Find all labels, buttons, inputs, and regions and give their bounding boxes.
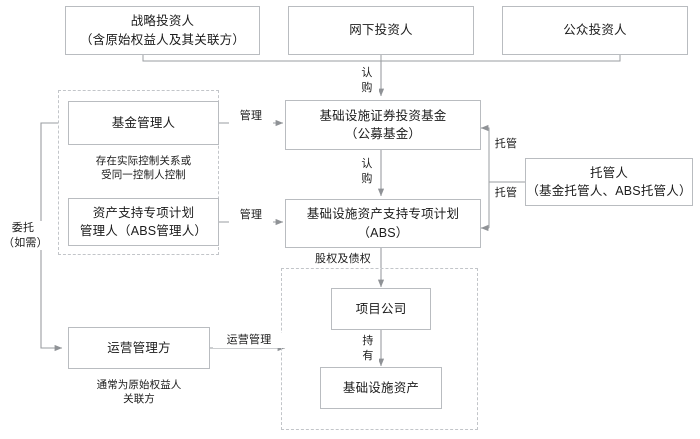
edge-label-equity-debt: 股权及债权 — [306, 252, 380, 267]
node-infrastructure-asset-label: 基础设施资产 — [342, 380, 420, 395]
node-custodian[interactable]: 托管人 （基金托管人、ABS托管人） — [525, 158, 693, 206]
node-offline-investor[interactable]: 网下投资人 — [288, 6, 474, 55]
node-strategic-investor-label: 战略投资人 （含原始权益人及其关联方） — [79, 14, 246, 47]
edge-label-operation-management: 运营管理 — [213, 333, 285, 348]
node-infrastructure-asset[interactable]: 基础设施资产 — [320, 367, 442, 409]
note-operator-relation: 通常为原始权益人 关联方 — [96, 379, 182, 406]
node-operator-label: 运营管理方 — [107, 340, 171, 355]
node-offline-investor-label: 网下投资人 — [349, 23, 413, 38]
node-strategic-investor[interactable]: 战略投资人 （含原始权益人及其关联方） — [65, 6, 260, 55]
edge-label-manage-fund: 管理 — [229, 109, 273, 124]
node-abs-plan[interactable]: 基础设施资产支持专项计划 （ABS） — [285, 199, 481, 248]
node-custodian-label: 托管人 （基金托管人、ABS托管人） — [526, 165, 692, 198]
node-project-company-label: 项目公司 — [355, 301, 407, 316]
edge-label-subscribe-abs: 认 购 — [355, 157, 379, 187]
node-project-company[interactable]: 项目公司 — [331, 288, 431, 330]
edge-label-subscribe-fund: 认 购 — [355, 66, 379, 96]
node-public-investor-label: 公众投资人 — [563, 23, 627, 38]
node-fund-manager-label: 基金管理人 — [111, 115, 176, 130]
node-abs-manager[interactable]: 资产支持专项计划 管理人（ABS管理人） — [68, 198, 219, 246]
node-operator[interactable]: 运营管理方 — [68, 327, 210, 369]
node-public-investor[interactable]: 公众投资人 — [502, 6, 688, 55]
node-fund-manager[interactable]: 基金管理人 — [68, 101, 219, 145]
note-control-relation: 存在实际控制关系或 受同一控制人控制 — [95, 155, 192, 182]
manager-group-dashed-region — [58, 90, 219, 255]
edge-label-custody-abs: 托管 — [492, 186, 520, 201]
edge-label-entrust: 委托 （如需） — [3, 221, 48, 251]
edge-label-hold: 持 有 — [357, 334, 379, 364]
node-public-fund-label: 基础设施证券投资基金 （公募基金） — [319, 108, 447, 141]
node-public-fund[interactable]: 基础设施证券投资基金 （公募基金） — [285, 100, 481, 150]
edge-label-manage-abs: 管理 — [229, 208, 273, 223]
edge-label-custody-fund: 托管 — [492, 137, 520, 152]
node-abs-plan-label: 基础设施资产支持专项计划 （ABS） — [306, 207, 460, 240]
node-abs-manager-label: 资产支持专项计划 管理人（ABS管理人） — [79, 205, 208, 238]
